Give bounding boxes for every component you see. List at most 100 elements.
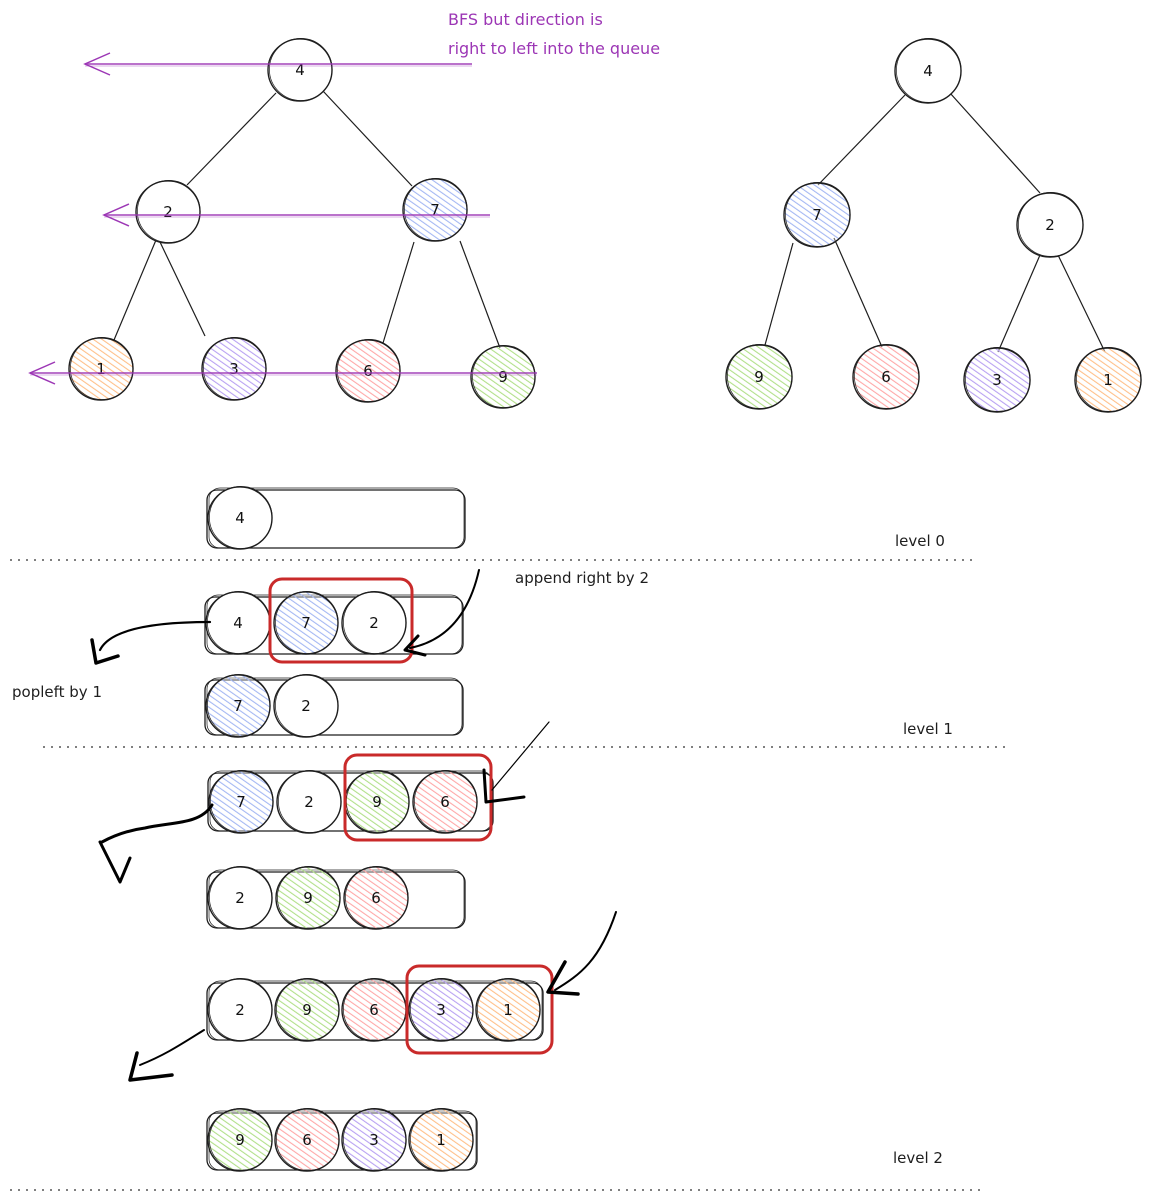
inverted-tree-leaf: 3 [963,347,1031,413]
inverted-tree-leaf: 6 [852,344,920,410]
node-value: 3 [369,1131,379,1149]
node-circle-sketch [410,1108,474,1171]
node-value: 1 [1103,371,1113,389]
node-circle-sketch [785,182,851,247]
appended-items-highlight [405,964,554,1055]
append-right-label: append right by 2 [515,569,649,587]
node-value: 9 [303,889,313,907]
node-value: 4 [235,509,245,527]
inverted-tree-node: 7 [783,182,851,248]
original-tree-leaf: 6 [335,339,401,403]
node-value: 7 [430,201,440,219]
node-circle-sketch [337,339,401,402]
node-value: 6 [369,1001,379,1019]
node-value: 7 [236,793,246,811]
node-circle-sketch [275,674,339,737]
inverted-tree-root: 4 [894,38,962,104]
node-circle-sketch [203,337,267,400]
node-circle-sketch [269,38,333,101]
node-circle-sketch [209,866,273,929]
node-circle-sketch [209,978,273,1041]
tree-edge [113,239,157,341]
tree-edge [382,241,415,344]
direction-arrow-left [102,203,490,227]
queue-item: 1 [475,978,541,1042]
node-value: 2 [1045,216,1055,234]
node-circle-sketch [727,344,793,409]
queue-item: 2 [276,770,342,834]
node-circle-sketch [854,344,920,409]
popleft-label: popleft by 1 [12,683,102,701]
queue-item: 4 [207,486,273,550]
node-value: 9 [235,1131,245,1149]
queue-item: 7 [208,770,274,834]
level-1-label: level 1 [903,720,953,738]
node-value: 9 [754,368,764,386]
queue-item: 9 [207,1108,273,1172]
node-circle-sketch [472,345,536,408]
node-value: 3 [229,360,239,378]
popleft-arrow-icon [90,638,120,665]
original-tree-leaf: 1 [68,337,134,401]
node-circle-sketch [345,866,409,929]
queue-item: 3 [341,1108,407,1172]
append-arrow-icon [546,960,580,996]
node-circle-sketch [343,1108,407,1171]
node-value: 6 [881,368,891,386]
node-value: 4 [923,62,933,80]
node-circle-sketch [278,770,342,833]
node-value: 9 [302,1001,312,1019]
node-circle-sketch [477,978,541,1041]
node-value: 6 [440,793,450,811]
popleft-arrow-icon [139,1029,205,1066]
append-arrow-icon [403,634,427,657]
tree-edge [764,242,794,346]
tree-edge [949,92,1041,194]
original-tree-root: 4 [267,38,333,102]
queue-item: 3 [408,978,474,1042]
inverted-tree-leaf: 9 [725,344,793,410]
node-value: 9 [372,793,382,811]
node-value: 6 [363,362,373,380]
node-circle-sketch [404,178,468,241]
tree-edge [833,237,883,348]
tree-edge [817,94,906,186]
node-circle-sketch [277,866,341,929]
node-value: 1 [503,1001,513,1019]
queue-item: 9 [275,866,341,930]
appended-items-highlight [343,753,493,842]
node-circle-sketch [275,591,339,654]
node-value: 6 [302,1131,312,1149]
original-tree-node: 7 [402,178,468,242]
node-circle-sketch [965,347,1031,412]
queue-item: 6 [341,978,407,1042]
tree-edge [322,90,413,187]
popleft-arrow-icon [98,620,212,652]
node-circle-sketch [1076,347,1142,412]
node-circle-sketch [343,591,407,654]
original-tree-leaf: 9 [470,345,536,409]
popleft-arrow-icon [98,840,132,884]
tree-edge [159,241,206,337]
node-value: 4 [233,614,243,632]
node-value: 2 [304,793,314,811]
node-value: 7 [812,206,822,224]
node-circle-sketch [1018,192,1084,257]
node-circle-sketch [414,770,478,833]
inverted-tree-node: 2 [1016,192,1084,258]
node-circle-sketch [70,337,134,400]
node-circle-sketch [210,770,274,833]
queue-item: 7 [205,674,271,738]
inverted-tree-leaf: 1 [1074,347,1142,413]
tree-edge [459,240,501,349]
node-value: 4 [295,61,305,79]
node-circle-sketch [896,38,962,103]
queue-item: 2 [341,591,407,655]
queue-item: 2 [207,978,273,1042]
node-circle-sketch [209,1108,273,1171]
node-value: 2 [235,889,245,907]
popleft-arrow-icon [128,1051,174,1082]
queue-item: 4 [205,591,271,655]
